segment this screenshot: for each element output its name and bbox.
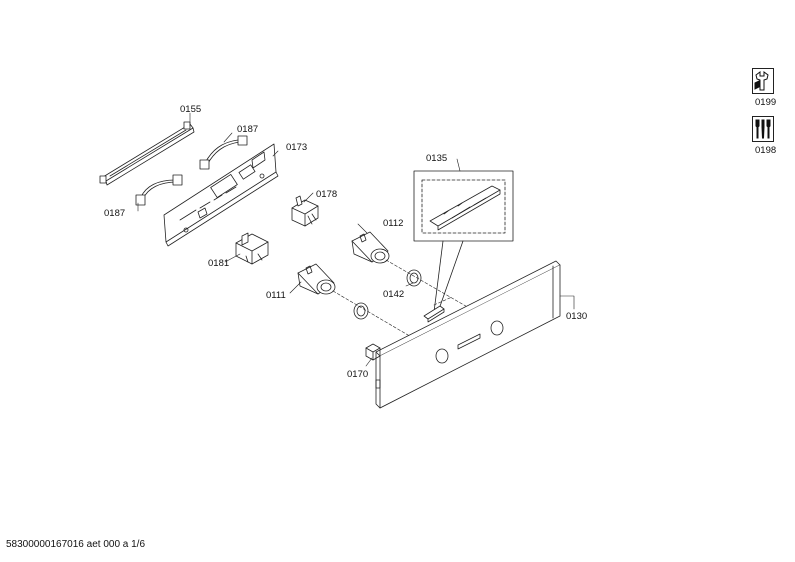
- rotary-switch-upper-part: [351, 231, 390, 264]
- accessory-icon-label: 0198: [755, 145, 777, 156]
- rotary-switch-lower-part: [297, 263, 336, 295]
- detail-inset-box: [413, 170, 514, 242]
- callout-0178: 0178: [316, 189, 337, 200]
- screwdriver-set-icon: [755, 119, 771, 139]
- key-strip-part: [423, 305, 445, 323]
- wrench-icon: [754, 71, 769, 91]
- callout-0112: 0112: [383, 218, 403, 229]
- end-cap-part: [365, 343, 381, 361]
- callout-0142: 0142: [383, 289, 404, 300]
- callout-0170: 0170: [347, 369, 368, 380]
- cable-harness-top-part: [199, 135, 248, 170]
- callout-0181: 0181: [208, 258, 229, 269]
- callout-0111: 0111: [266, 290, 286, 301]
- callout-0155: 0155: [180, 104, 201, 115]
- knob-ring-part: [353, 269, 422, 320]
- tool-icon-box[interactable]: [752, 68, 774, 94]
- cable-harness-bottom-part: [135, 174, 183, 206]
- document-code: 58300000167016 aet 000 a 1/6: [6, 539, 146, 550]
- callout-0187-top: 0187: [237, 124, 258, 135]
- circuit-board-part: [163, 143, 279, 247]
- accessory-icon-box[interactable]: [752, 116, 774, 142]
- tool-icon-label: 0199: [755, 97, 777, 108]
- callout-0187-bottom: 0187: [104, 208, 125, 219]
- callout-0173: 0173: [286, 142, 307, 153]
- relay-part: [235, 232, 269, 265]
- callout-0130: 0130: [566, 311, 587, 322]
- callout-0135: 0135: [426, 153, 447, 164]
- rail-strip-part: [99, 121, 195, 186]
- control-panel-part: [375, 260, 561, 409]
- small-switch-part: [291, 195, 319, 227]
